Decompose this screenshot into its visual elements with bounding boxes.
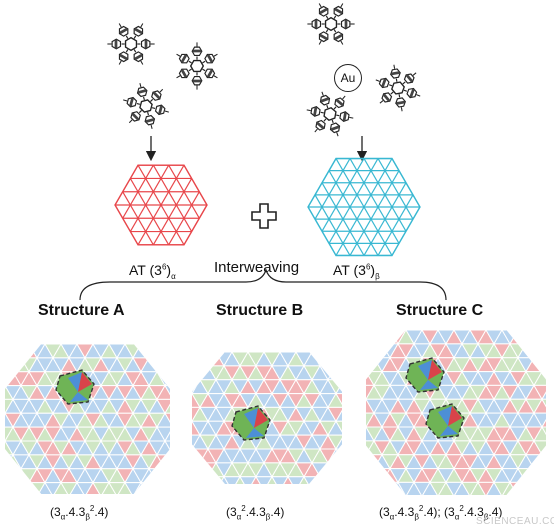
structure-a-title: Structure A bbox=[38, 302, 125, 319]
structure-b-title: Structure B bbox=[216, 302, 304, 319]
beta-tiling-label: AT (36)β bbox=[333, 262, 380, 281]
molecule-sketch bbox=[107, 23, 155, 65]
interweaving-label: Interweaving bbox=[214, 259, 300, 276]
reaction-arrows bbox=[145, 136, 368, 162]
metal-label-text: Au bbox=[340, 71, 356, 85]
structure-c-pattern bbox=[366, 330, 546, 495]
alpha-tiling-label: AT (36)α bbox=[129, 262, 176, 281]
structure-c-formula: (3α.4.3β2.4); (3α2.4.3β.4) bbox=[379, 504, 503, 522]
hexaaryl-benzene-molecules bbox=[107, 3, 421, 137]
highlighted-unit-cell bbox=[405, 357, 445, 393]
watermark: SCIENCEAU.COM bbox=[476, 516, 554, 527]
interweaving-brace bbox=[79, 268, 447, 301]
structure-a-pattern bbox=[5, 344, 170, 494]
highlighted-unit-cell bbox=[425, 403, 465, 439]
molecule-sketch bbox=[307, 3, 355, 45]
molecule-sketch bbox=[176, 42, 218, 90]
interwoven-patterns bbox=[5, 330, 546, 495]
structure-a-formula: (3α.4.3β2.4) bbox=[50, 504, 109, 522]
structure-b-formula: (3α2.4.3β.4) bbox=[226, 504, 285, 522]
highlighted-unit-cell bbox=[231, 405, 271, 441]
metal-label: Au bbox=[334, 64, 362, 92]
molecule-sketch bbox=[123, 83, 169, 129]
structure-b-pattern bbox=[192, 352, 342, 484]
archimedean-tilings bbox=[114, 157, 421, 257]
molecule-sketch bbox=[375, 64, 421, 112]
alpha-tiling bbox=[114, 164, 208, 246]
highlighted-unit-cell bbox=[55, 369, 95, 405]
plus-icon bbox=[251, 203, 277, 229]
structure-c-title: Structure C bbox=[396, 302, 484, 319]
molecule-sketch bbox=[306, 91, 354, 137]
